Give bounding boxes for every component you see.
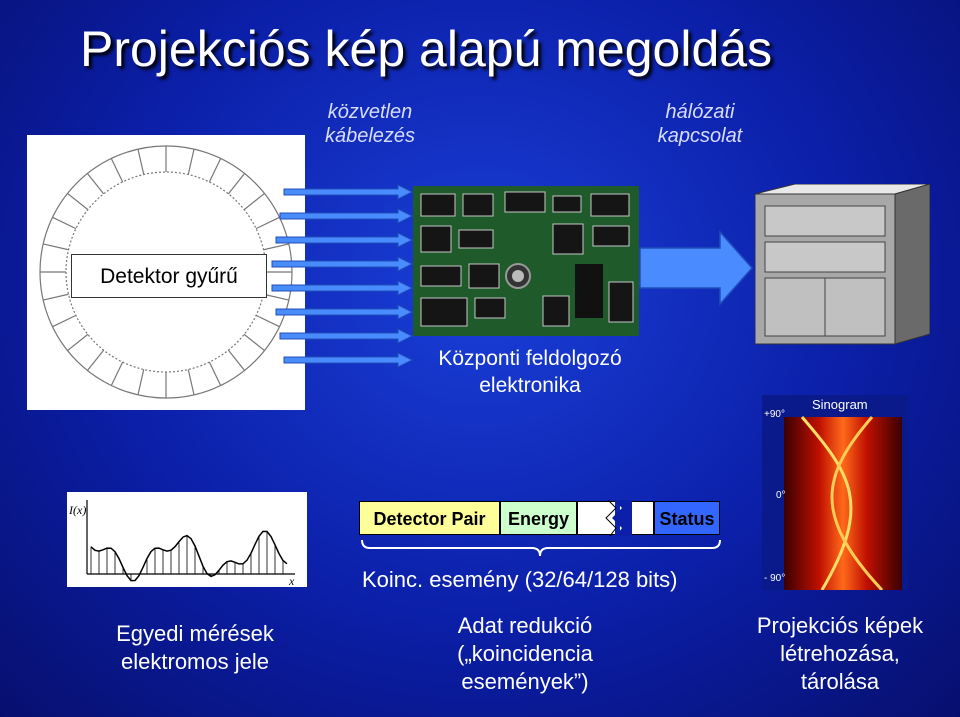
cable-arrow [279,328,414,344]
packet-field-detector-pair: Detector Pair [359,501,500,535]
ring-segment-divider [243,333,265,352]
signal-curve [90,530,288,582]
chip [542,295,570,327]
ring-segment-divider [227,349,246,371]
reduction-caption-line1: Adat redukció [457,613,593,638]
packet-field-blank-1 [577,501,615,535]
direct-cabling-line2: kábelezés [324,125,416,147]
ring-segment-divider [67,333,89,352]
server-drawing [754,183,931,345]
sinogram-title: Sinogram [812,397,868,412]
direct-cabling-line1: közvetlen [327,101,413,123]
chip [420,225,452,253]
ring-segment-divider [86,173,105,195]
packet-brace-left [361,539,721,557]
cable-arrow [275,304,414,320]
ring-segment-divider [187,149,195,175]
ring-segment-divider [208,158,222,183]
chip [552,223,584,255]
ring-segment-divider [43,243,69,251]
chip [420,193,456,217]
cable-arrow [271,280,414,296]
ring-segment-divider [243,192,265,211]
signal-axis-x-label: x [288,574,295,587]
reduction-caption-line2: („koincidencia [457,641,593,666]
sinogram-axis-bottom: - 90° [764,573,785,584]
ring-segment-divider [137,369,145,395]
central-electronics-label: Központi feldolgozó elektronika [400,345,660,399]
cable-arrow [283,184,414,200]
central-electronics-line1: Központi feldolgozó [438,347,622,370]
page-title: Projekciós kép alapú megoldás [80,21,773,77]
projections-caption-line2: létrehozása, [780,641,900,666]
ring-segment-divider [227,173,246,195]
chip [462,193,494,217]
cable-arrow [271,256,414,272]
detector-ring-drawing [39,145,293,399]
chip [458,229,494,249]
chip [608,281,634,323]
ring-segment-divider [52,314,77,328]
chip [474,297,506,319]
signals-caption: Egyedi mérések elektromos jele [90,620,300,676]
ring-segment-divider [43,293,69,301]
signals-caption-line1: Egyedi mérések [116,621,274,646]
ring-segment-divider [255,216,280,230]
sinogram-axis-mid: 0° [776,490,786,501]
central-electronics-line2: elektronika [479,374,581,397]
ring-segment-divider [208,361,222,386]
ring-segment-divider [137,149,145,175]
chip [504,191,546,213]
packet-caption: Koinc. esemény (32/64/128 bits) [362,567,678,592]
packet-field-energy: Energy [500,501,577,535]
ring-segment-divider [255,314,280,328]
ring-segment-divider [187,369,195,395]
signal-plot-image: I(x) x [67,492,307,588]
ring-segment-divider [263,293,289,301]
sinogram-image: Sinogram +90° 0° - 90° [762,395,908,592]
projections-caption: Projekciós képek létrehozása, tárolása [735,612,945,696]
network-link-label: hálózati kapcsolat [630,100,770,148]
sinogram-axis-top: +90° [764,409,785,420]
chip [420,297,468,327]
chip [590,193,630,217]
packet-break-mark [605,500,632,536]
cable-arrow [275,232,414,248]
server-image [754,183,931,374]
ring-segment-divider [52,216,77,230]
chip [468,263,500,289]
projections-caption-line1: Projekciós képek [756,613,924,638]
packet-field-status: Status [654,501,720,535]
signal-axis-y-label: I(x) [68,503,86,517]
chip [420,265,462,287]
detector-ring-label: Detektor gyűrű [71,254,267,298]
network-link-line1: hálózati [665,101,735,123]
circuit-board-drawing [413,186,639,336]
cable-arrow [283,352,414,368]
ring-segment-divider [67,192,89,211]
chip [552,195,582,213]
chip [592,225,630,247]
network-arrow [639,230,754,306]
cabling-arrows [271,184,414,368]
reduction-caption: Adat redukció („koincidencia események”) [420,612,630,696]
ring-segment-divider [110,361,124,386]
direct-cabling-label: közvetlen kábelezés [300,100,440,148]
circuit-board-image [413,186,639,336]
cable-arrow [279,208,414,224]
projections-caption-line3: tárolása [800,669,880,694]
network-link-line2: kapcsolat [657,125,743,147]
ring-segment-divider [263,243,289,251]
signal-plot-drawing: I(x) x [68,500,295,588]
signals-caption-line2: elektromos jele [121,649,269,674]
ring-segment-divider [110,158,124,183]
reduction-caption-line3: események”) [461,669,589,694]
ring-segment-divider [86,349,105,371]
sinogram-drawing: Sinogram +90° 0° - 90° [762,395,908,592]
